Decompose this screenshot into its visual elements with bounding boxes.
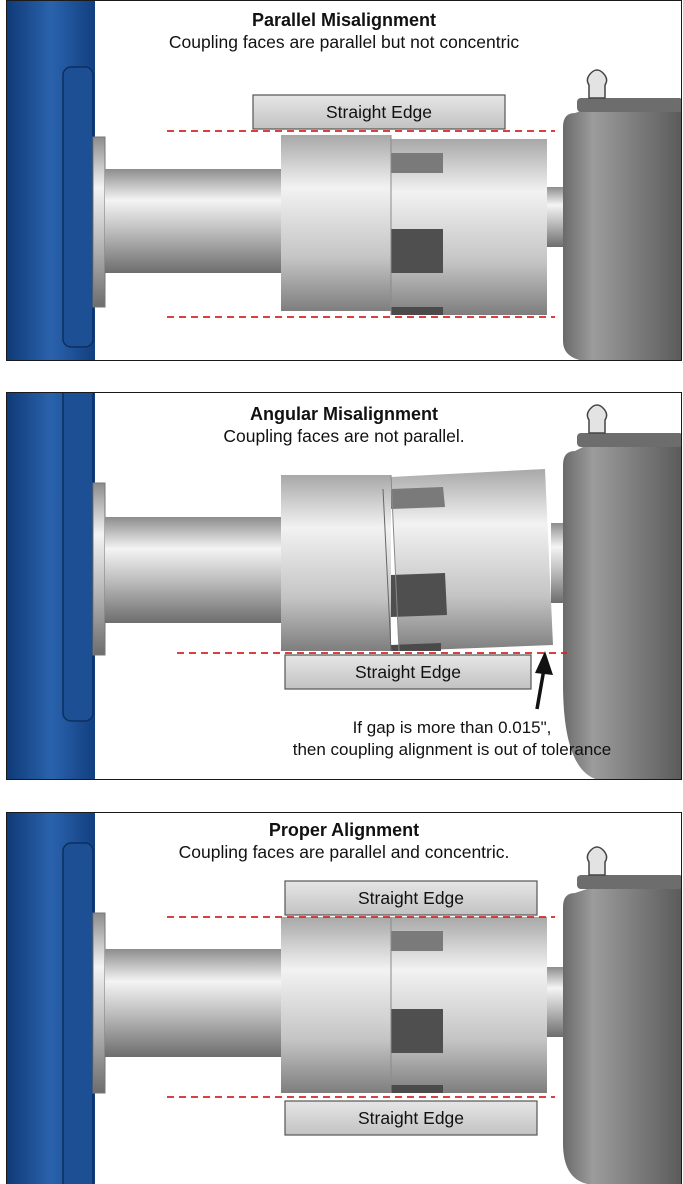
panel-angular-misalignment: Angular Misalignment Coupling faces are … — [6, 392, 682, 780]
tolerance-note-line2: then coupling alignment is out of tolera… — [292, 740, 612, 759]
pump-top-plate — [577, 875, 681, 889]
straight-edge-bottom-label: Straight Edge — [354, 662, 462, 682]
tolerance-note: If gap is more than 0.015", then couplin… — [227, 717, 677, 761]
straight-edge-bottom — [284, 654, 532, 690]
jaw-upper — [391, 153, 443, 173]
panel-parallel-misalignment: Parallel Misalignment Coupling faces are… — [6, 0, 682, 361]
pump-housing — [563, 883, 681, 1184]
motor-shaft — [105, 169, 285, 273]
straight-edge-bottom-label: Straight Edge — [357, 1108, 465, 1128]
straight-edge-top — [284, 880, 538, 916]
parallel-misalignment-illustration — [7, 1, 681, 360]
angular-misalignment-illustration — [7, 393, 681, 779]
panel-proper-alignment: Proper Alignment Coupling faces are para… — [6, 812, 682, 1184]
pump-top-plate — [577, 98, 681, 112]
straight-edge-top-label: Straight Edge — [325, 102, 433, 122]
gap-arrow-head — [535, 651, 553, 675]
pump-housing — [563, 439, 681, 779]
jaw-upper — [391, 931, 443, 951]
straight-edge-top-label: Straight Edge — [357, 888, 465, 908]
motor-shaft — [105, 517, 285, 623]
straight-edge-bottom — [284, 1100, 538, 1136]
pump-grease-fitting — [586, 846, 608, 876]
left-coupling-hub — [281, 135, 391, 311]
jaw-middle — [391, 229, 443, 273]
jaw-lower — [391, 643, 441, 651]
pump-grease-fitting — [586, 69, 608, 99]
pump-grease-fitting — [586, 404, 608, 434]
motor-shaft — [105, 949, 285, 1057]
panel-subtitle: Coupling faces are parallel but not conc… — [168, 32, 520, 52]
pump-top-plate — [577, 433, 681, 447]
left-coupling-hub — [281, 917, 391, 1093]
proper-alignment-illustration — [7, 813, 681, 1184]
jaw-upper — [391, 487, 445, 509]
panel-subtitle: Coupling faces are parallel and concentr… — [178, 842, 510, 862]
panel-title: Parallel Misalignment — [251, 10, 437, 30]
pump-housing — [563, 103, 681, 360]
motor-shaft-collar — [92, 912, 106, 1094]
straight-edge-top — [252, 94, 506, 130]
jaw-middle — [391, 1009, 443, 1053]
jaw-lower — [391, 307, 443, 315]
motor-shaft-collar — [92, 136, 106, 308]
jaw-lower — [391, 1085, 443, 1093]
jaw-middle — [391, 573, 447, 617]
panel-subtitle: Coupling faces are not parallel. — [223, 426, 465, 446]
panel-title: Angular Misalignment — [249, 404, 438, 424]
motor-shaft-collar — [92, 482, 106, 656]
gap-arrow-shaft — [535, 668, 546, 710]
panel-title: Proper Alignment — [268, 820, 420, 840]
tolerance-note-line1: If gap is more than 0.015", — [352, 718, 552, 737]
motor-flange — [62, 66, 94, 348]
motor-flange — [62, 842, 94, 1184]
left-coupling-hub — [281, 475, 391, 651]
